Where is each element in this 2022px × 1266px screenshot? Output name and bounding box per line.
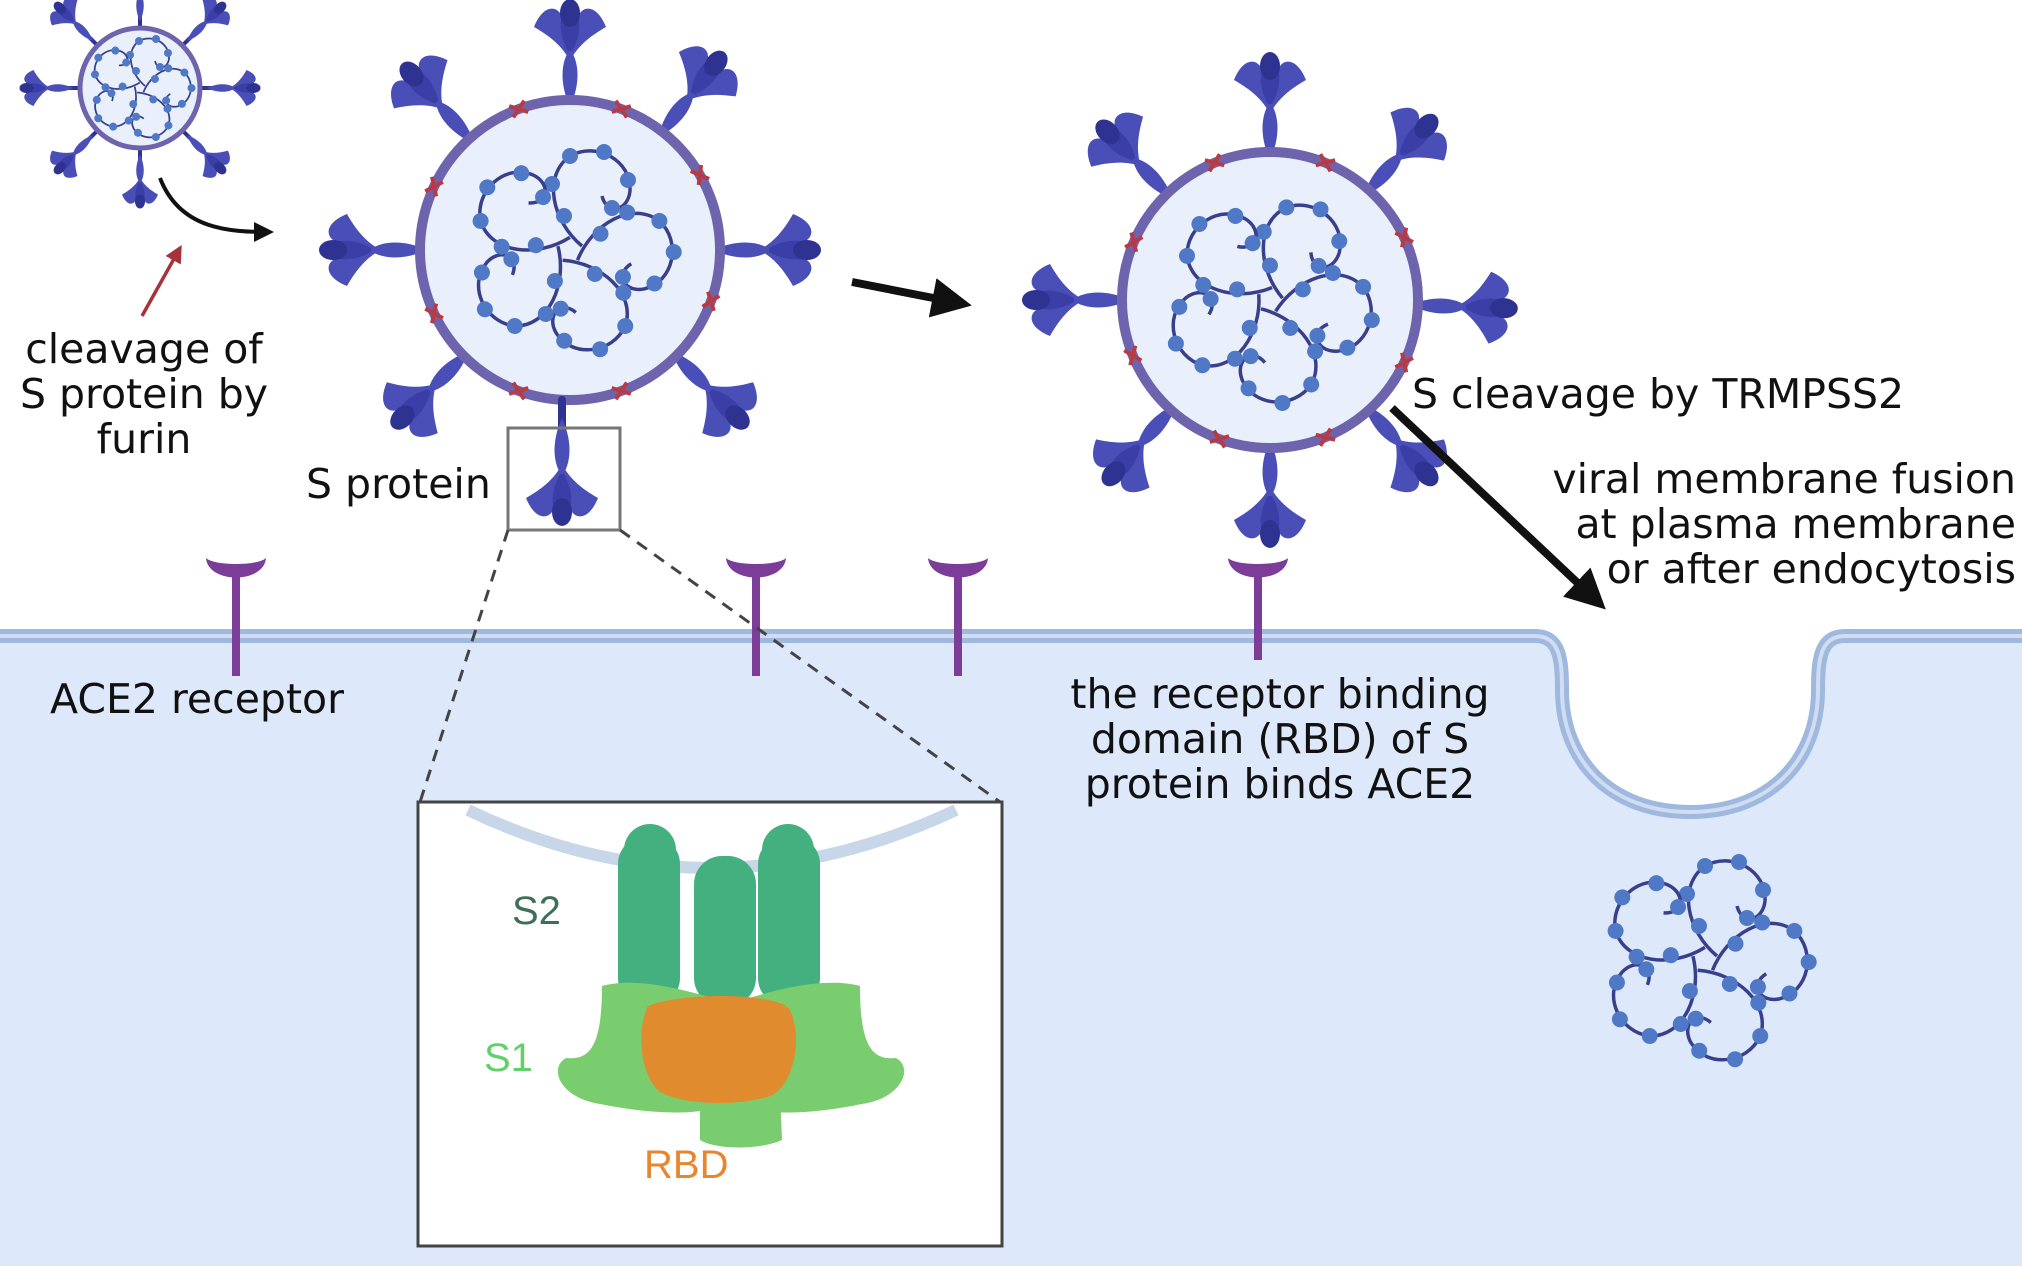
rbd-domain (641, 995, 797, 1104)
s2-label: S2 (512, 889, 561, 933)
s1-label: S1 (484, 1036, 533, 1080)
arrow-to-main-virion (158, 177, 274, 242)
s2-subunit (618, 824, 820, 1006)
s-protein-spike (526, 400, 598, 526)
ace2-receptor-1 (206, 558, 266, 676)
small-virion (17, 0, 263, 211)
membrane-fusion-label: viral membrane fusion at plasma membrane… (1552, 455, 2016, 593)
rbd-binding-label: the receptor binding domain (RBD) of S p… (1070, 670, 1490, 808)
arrow-to-bound-virion (851, 278, 972, 318)
virion-bound-to-ace2 (1022, 52, 1519, 548)
furin-cleavage-label: cleavage of S protein by furin (19, 325, 269, 463)
tmprss2-cleavage-label: S cleavage by TRMPSS2 (1412, 370, 1905, 418)
rbd-label: RBD (644, 1143, 729, 1187)
arrow-to-fusion (1389, 405, 1606, 610)
s-protein-structure-inset (416, 800, 1004, 1248)
virion-furin-cleaved (319, 0, 821, 453)
cell-interior (0, 636, 2022, 1266)
zoom-line-left (418, 529, 510, 803)
zoom-line-right (619, 528, 1001, 804)
s-protein-highlight-box (506, 426, 622, 532)
s-protein-label: S protein (306, 460, 491, 508)
furin-indicator-arrow (140, 244, 182, 317)
ace2-receptor-label: ACE2 receptor (50, 675, 344, 723)
ace2-receptor-3 (928, 558, 988, 676)
ace2-receptor-bound (1228, 558, 1288, 660)
plasma-membrane-inner (0, 634, 2022, 815)
ace2-receptor-2 (726, 558, 786, 676)
